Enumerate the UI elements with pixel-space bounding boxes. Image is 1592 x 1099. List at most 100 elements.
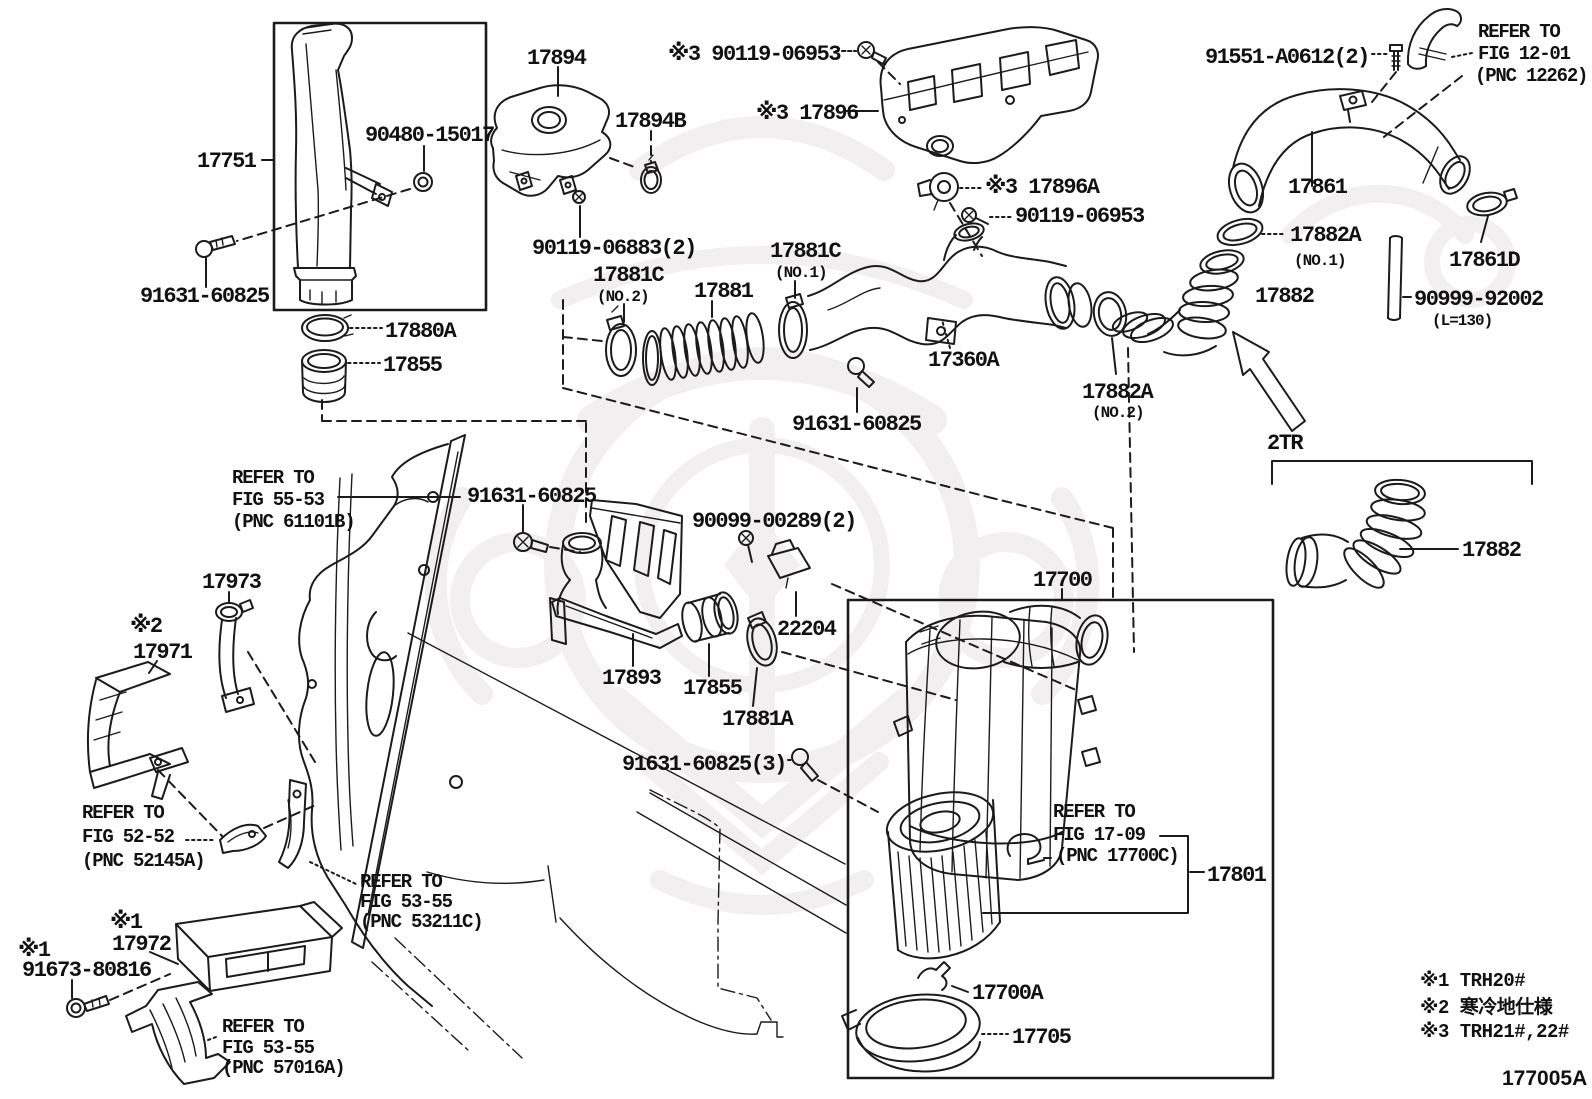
corrugated-elbow — [1111, 249, 1245, 653]
part-17896-resonator — [845, 26, 1099, 165]
label-17700A: 17700A — [972, 981, 1045, 1006]
refer-fig12-01-line3: (PNC 12262) — [1475, 65, 1587, 87]
label-17881C-no2-sub: (NO.2) — [597, 288, 649, 306]
label-91631-3: 91631-60825(3) — [622, 752, 786, 777]
refer-fig55-53-line1: REFER TO — [232, 467, 314, 489]
label-17972-n1: ※1 — [110, 910, 143, 935]
footnote-1: ※1 TRH20# — [1420, 970, 1525, 992]
air-cleaner-assembly-box — [846, 598, 1275, 1080]
part-17881C-no2-clamp — [562, 299, 1114, 599]
part-17855-hose-lower — [681, 591, 739, 677]
refer-fig17-09-line3: (PNC 17700C) — [1056, 845, 1178, 867]
fig17-09-hook — [982, 833, 1205, 914]
part-17893-inlet-assembly — [549, 499, 683, 667]
part-90099-screw — [738, 530, 754, 563]
label-17882-2tr: 17882 — [1462, 538, 1521, 563]
fig12-01-hose — [1379, 7, 1473, 141]
label-91631-left: 91631-60825 — [140, 284, 270, 309]
part-17881C-no1-clamp — [778, 280, 808, 359]
label-17360A: 17360A — [928, 348, 1001, 373]
label-17880A: 17880A — [385, 319, 458, 344]
2tr-arrow — [1232, 331, 1533, 485]
figure-code: 177005A — [1502, 1067, 1587, 1090]
label-2tr: 2TR — [1267, 431, 1304, 456]
label-91631-center: 91631-60825 — [467, 484, 597, 509]
inlet-duct-detail-box — [272, 21, 488, 312]
refer-fig53-55b-line2: FIG 53-55 — [222, 1037, 315, 1059]
label-17971-n2: ※2 — [130, 614, 162, 639]
refer-fig52-52-line1: REFER TO — [82, 802, 164, 824]
part-17971-deflector — [87, 660, 189, 800]
part-17882-2tr-hose — [1285, 478, 1459, 589]
label-17881C-no2: 17881C — [593, 263, 665, 288]
label-17972: 17972 — [112, 932, 171, 957]
part-17705-cap — [841, 993, 1009, 1073]
label-17881C-no1: 17881C — [770, 239, 842, 264]
label-90480-15017: 90480-15017 — [365, 123, 494, 148]
watermark-pattern — [424, 116, 1516, 915]
label-17896A-n3: ※3 17896A — [985, 175, 1101, 200]
label-17973: 17973 — [202, 570, 262, 595]
refer-fig55-53-line3: (PNC 61101B) — [232, 511, 354, 533]
footnote-3: ※3 TRH21#,22# — [1420, 1021, 1569, 1043]
part-91551-bolt — [1371, 44, 1403, 103]
part-17360A-hose-assembly — [807, 222, 1093, 351]
part-17972-duct — [149, 901, 343, 992]
label-90099-00289: 90099-00289(2) — [692, 509, 856, 534]
label-17801: 17801 — [1207, 863, 1267, 888]
label-91673-n1: ※1 — [18, 938, 51, 963]
label-17855-top: 17855 — [383, 353, 443, 378]
label-90119-06953-n3: ※3 90119-06953 — [668, 42, 841, 67]
label-17881: 17881 — [694, 279, 754, 304]
label-17700: 17700 — [1033, 568, 1092, 593]
label-17751: 17751 — [197, 149, 257, 174]
part-90119-06953-screw-top — [835, 41, 901, 85]
refer-fig53-55b-line1: REFER TO — [222, 1016, 304, 1038]
part-17894-air-inlet — [490, 66, 612, 197]
part-17855-hose-upper — [301, 349, 587, 523]
part-17880A-clamp — [301, 314, 383, 342]
label-17882-right: 17882 — [1255, 284, 1314, 309]
fig53-55-deflector — [125, 981, 231, 1085]
part-17700-air-cleaner — [893, 588, 1109, 881]
refer-fig17-09-line2: FIG 17-09 — [1053, 824, 1146, 846]
refer-fig53-55b-line3: (PNC 57016A) — [222, 1057, 344, 1079]
refer-fig53-55a-line1: REFER TO — [360, 871, 442, 893]
part-17700A-clip — [917, 961, 969, 993]
footnote-2: ※2 寒冷地仕様 — [1420, 995, 1554, 1019]
body-panel-art — [297, 434, 847, 1059]
label-91631-mid: 91631-60825 — [792, 412, 922, 437]
labels: 17894 90480-15017 17751 17894B ※3 90119-… — [18, 21, 1588, 1090]
label-91673-80816: 91673-80816 — [22, 958, 151, 983]
label-17894: 17894 — [527, 46, 587, 71]
label-90999-92002: 90999-92002 — [1414, 287, 1543, 312]
refer-fig12-01-line1: REFER TO — [1478, 21, 1560, 43]
label-17882A-no1: 17882A — [1290, 223, 1363, 248]
label-17894B: 17894B — [615, 109, 687, 134]
label-17896-n3: ※3 17896 — [756, 101, 858, 126]
label-17855-bottom: 17855 — [683, 676, 743, 701]
label-90999-92002-sub: (L=130) — [1432, 312, 1492, 330]
refer-fig53-55a-line3: (PNC 53211C) — [360, 911, 482, 933]
part-90480-nut — [413, 145, 433, 192]
label-17881A: 17881A — [722, 707, 795, 732]
part-17861D-clamp — [1466, 188, 1518, 243]
part-91673-bolt — [66, 973, 171, 1018]
label-17705: 17705 — [1012, 1025, 1072, 1050]
part-90119-06953-screw-b — [961, 207, 1013, 225]
label-17881C-no1-sub: (NO.1) — [775, 264, 827, 282]
part-91631-bolt-mid — [847, 357, 875, 413]
refer-fig52-52-line2: FIG 52-52 — [82, 826, 175, 848]
label-17861: 17861 — [1288, 175, 1348, 200]
part-17973-clamp — [157, 591, 316, 837]
part-17882A-no1-clamp — [1216, 217, 1286, 247]
part-22204-maf-sensor — [767, 539, 1077, 691]
label-17893: 17893 — [602, 666, 662, 691]
refer-fig53-55a-line2: FIG 53-55 — [360, 891, 453, 913]
part-17801-filter-element — [885, 791, 1001, 960]
part-17881-hose — [642, 300, 765, 386]
refer-fig12-01-line2: FIG 12-01 — [1478, 43, 1571, 65]
part-91631-bolt-3 — [787, 748, 879, 813]
